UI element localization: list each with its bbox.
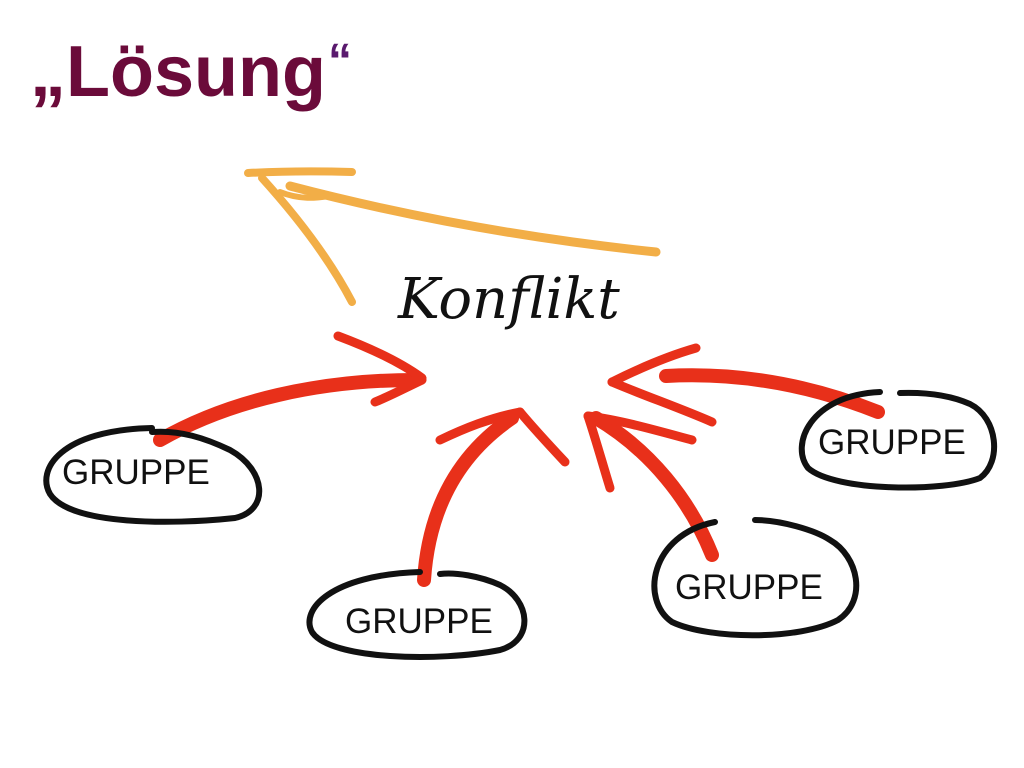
title-open-quote: „: [30, 32, 66, 112]
arrow-group-bottom-right-head-right: [583, 411, 697, 445]
group-left: GRUPPE: [43, 425, 263, 525]
group-right: GRUPPE: [798, 389, 998, 491]
konflikt-label: Konflikt: [397, 267, 620, 332]
solution-arrow-head-inner: [277, 189, 333, 201]
arrow-group-bottom-right-shaft: [589, 411, 719, 562]
arrow-group-bottom-right-head-left: [583, 411, 615, 493]
arrow-group-left-head-upper: [333, 331, 427, 383]
arrow-group-bottom-left-shaft: [417, 411, 519, 587]
solution-arrow-head-top: [244, 167, 356, 177]
group-left-label: GRUPPE: [62, 453, 210, 492]
group-bottom-right-label: GRUPPE: [675, 568, 823, 607]
arrow-group-bottom-right: [583, 411, 719, 562]
arrow-group-right-head-lower: [607, 377, 717, 427]
arrow-group-bottom-left-head-right: [515, 407, 570, 467]
group-right-ellipse: [798, 389, 998, 491]
group-bottom-right: GRUPPE: [651, 517, 860, 639]
group-bottom-left-ellipse: [306, 569, 528, 660]
solution-arrow-head-side: [258, 174, 356, 306]
group-right-label: GRUPPE: [818, 423, 966, 462]
arrow-group-right: [607, 343, 885, 427]
group-bottom-left-label: GRUPPE: [345, 602, 493, 641]
title-close-quote: “: [327, 35, 352, 88]
solution-arrow: [244, 167, 661, 306]
slide-title: „Lösung“: [30, 30, 352, 114]
arrow-group-right-head-upper: [607, 343, 701, 387]
group-bottom-right-ellipse: [651, 517, 860, 639]
arrow-group-right-shaft: [659, 368, 885, 419]
arrow-group-bottom-left-head-left: [435, 407, 525, 445]
title-word: Lösung: [66, 32, 326, 112]
group-left-ellipse: [43, 425, 263, 525]
arrow-group-bottom-left: [417, 407, 570, 587]
arrow-group-left-head-lower: [370, 375, 427, 407]
arrow-group-left: [153, 331, 427, 447]
solution-arrow-shaft: [285, 181, 661, 257]
arrow-group-left-shaft: [153, 373, 422, 447]
group-bottom-left: GRUPPE: [306, 569, 528, 660]
red-arrows: [153, 331, 885, 587]
